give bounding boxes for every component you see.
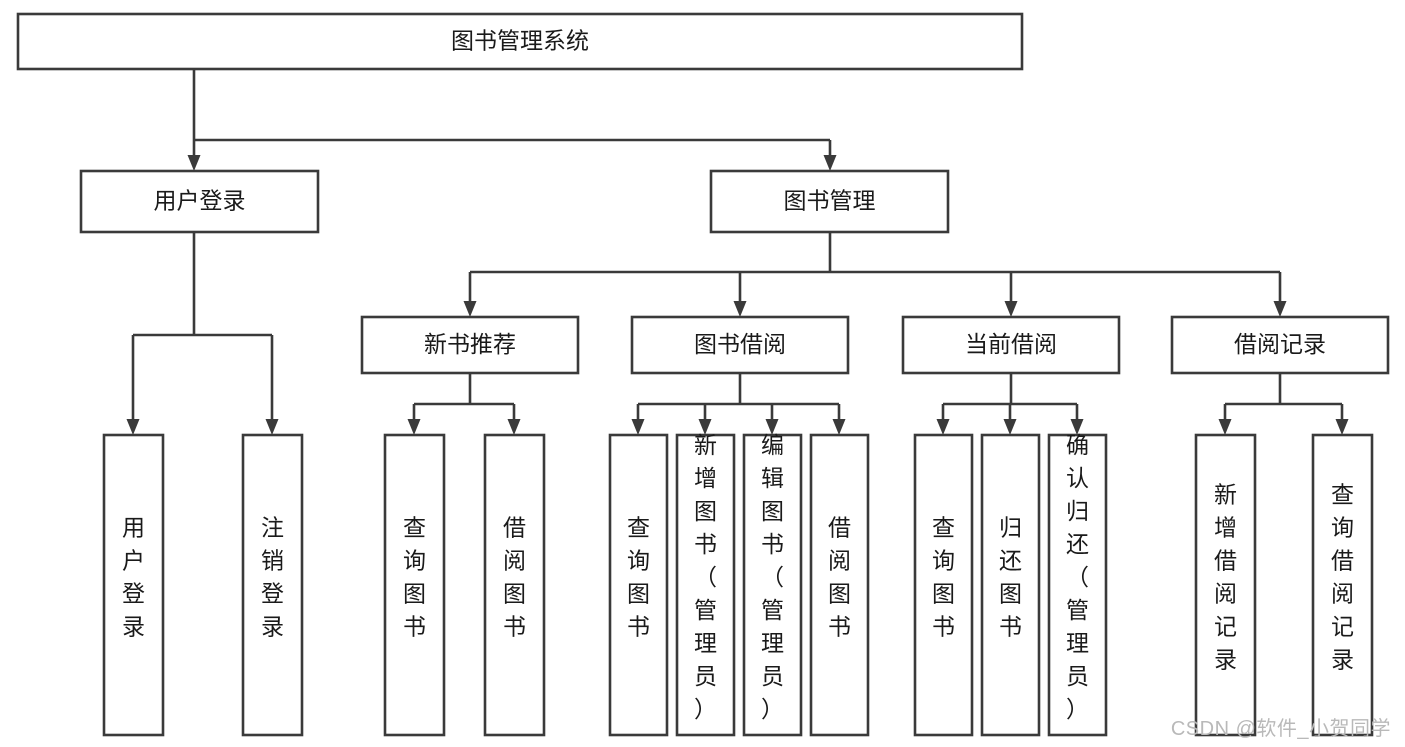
node-current-borrow[interactable]: 当前借阅 <box>901 315 1121 375</box>
node-leaf-borrow-book[interactable]: 借阅图书 <box>809 433 870 737</box>
node-box <box>675 433 736 737</box>
arrow-head-icon <box>733 301 747 317</box>
node-box <box>102 433 165 737</box>
arrow-head-icon <box>407 419 421 435</box>
arrow-head-icon <box>463 301 477 317</box>
node-label: 新增图书（管理员） <box>694 432 717 722</box>
node-leaf-add-book[interactable]: 新增图书（管理员） <box>675 432 736 737</box>
node-label: 查询借阅记录 <box>1331 482 1354 673</box>
arrow-head-icon <box>507 419 521 435</box>
nodes-layer: 图书管理系统用户登录图书管理新书推荐图书借阅当前借阅借阅记录用户登录注销登录查询… <box>16 12 1390 737</box>
connector-new-book-recommend <box>407 373 521 435</box>
node-leaf-query-record[interactable]: 查询借阅记录 <box>1311 433 1374 737</box>
node-root[interactable]: 图书管理系统 <box>16 12 1024 71</box>
node-box <box>16 12 1024 71</box>
node-leaf-edit-book[interactable]: 编辑图书（管理员） <box>742 432 803 737</box>
node-leaf-query-book[interactable]: 查询图书 <box>608 433 669 737</box>
node-book-manage[interactable]: 图书管理 <box>709 169 950 234</box>
arrow-head-icon <box>631 419 645 435</box>
arrow-head-icon <box>265 419 279 435</box>
node-label: 查询图书 <box>627 515 650 640</box>
arrow-head-icon <box>187 155 201 171</box>
arrow-head-icon <box>1070 419 1084 435</box>
node-label: 新书推荐 <box>424 331 516 357</box>
node-box <box>809 433 870 737</box>
node-new-book-recommend[interactable]: 新书推荐 <box>360 315 580 375</box>
node-leaf-add-record[interactable]: 新增借阅记录 <box>1194 433 1257 737</box>
node-label: 图书管理系统 <box>451 28 589 54</box>
node-borrow-record[interactable]: 借阅记录 <box>1170 315 1390 375</box>
node-box <box>383 433 446 737</box>
node-box <box>913 433 974 737</box>
node-label: 确认归还（管理员） <box>1066 432 1089 722</box>
node-label: 查询图书 <box>403 515 426 640</box>
node-label: 当前借阅 <box>965 331 1057 357</box>
node-box <box>1047 433 1108 737</box>
node-box <box>742 433 803 737</box>
connector-borrow-record <box>1218 373 1349 435</box>
node-label: 新增借阅记录 <box>1214 482 1237 673</box>
connector-book-borrow <box>631 373 846 435</box>
node-box <box>630 315 850 375</box>
node-box <box>1311 433 1374 737</box>
connector-user-login <box>126 232 279 435</box>
node-label: 注销登录 <box>261 515 284 640</box>
arrow-head-icon <box>698 419 712 435</box>
connector-book-manage <box>463 232 1287 317</box>
connectors-layer <box>126 69 1349 435</box>
node-box <box>360 315 580 375</box>
node-box <box>901 315 1121 375</box>
arrow-head-icon <box>1218 419 1232 435</box>
node-label: 用户登录 <box>122 515 145 640</box>
arrow-head-icon <box>1273 301 1287 317</box>
node-leaf-return-book[interactable]: 归还图书 <box>980 433 1041 737</box>
arrow-head-icon <box>1335 419 1349 435</box>
arrow-head-icon <box>832 419 846 435</box>
connector-current-borrow <box>936 373 1084 435</box>
node-user-login[interactable]: 用户登录 <box>79 169 320 234</box>
node-box <box>1170 315 1390 375</box>
node-label: 借阅记录 <box>1234 331 1326 357</box>
node-box <box>241 433 304 737</box>
node-box <box>483 433 546 737</box>
arrow-head-icon <box>1004 301 1018 317</box>
arrow-head-icon <box>765 419 779 435</box>
node-leaf-query-book-recommend[interactable]: 查询图书 <box>383 433 446 737</box>
node-leaf-logout[interactable]: 注销登录 <box>241 433 304 737</box>
node-label: 归还图书 <box>999 515 1022 640</box>
node-label: 图书管理 <box>784 188 876 214</box>
csdn-watermark: CSDN @软件_小贺同学 <box>1170 718 1391 740</box>
node-label: 用户登录 <box>154 188 246 214</box>
node-leaf-query-book-current[interactable]: 查询图书 <box>913 433 974 737</box>
arrow-head-icon <box>936 419 950 435</box>
arrow-head-icon <box>1003 419 1017 435</box>
node-label: 查询图书 <box>932 515 955 640</box>
connector-root <box>187 69 837 171</box>
node-leaf-borrow-book-recommend[interactable]: 借阅图书 <box>483 433 546 737</box>
node-box <box>980 433 1041 737</box>
arrow-head-icon <box>126 419 140 435</box>
node-box <box>79 169 320 234</box>
node-leaf-user-login[interactable]: 用户登录 <box>102 433 165 737</box>
node-book-borrow[interactable]: 图书借阅 <box>630 315 850 375</box>
node-box <box>608 433 669 737</box>
node-label: 图书借阅 <box>694 331 786 357</box>
node-box <box>709 169 950 234</box>
node-label: 编辑图书（管理员） <box>761 432 784 722</box>
node-label: 借阅图书 <box>503 515 526 640</box>
node-leaf-confirm-return[interactable]: 确认归还（管理员） <box>1047 432 1108 737</box>
arrow-head-icon <box>823 155 837 171</box>
node-label: 借阅图书 <box>828 515 851 640</box>
node-box <box>1194 433 1257 737</box>
